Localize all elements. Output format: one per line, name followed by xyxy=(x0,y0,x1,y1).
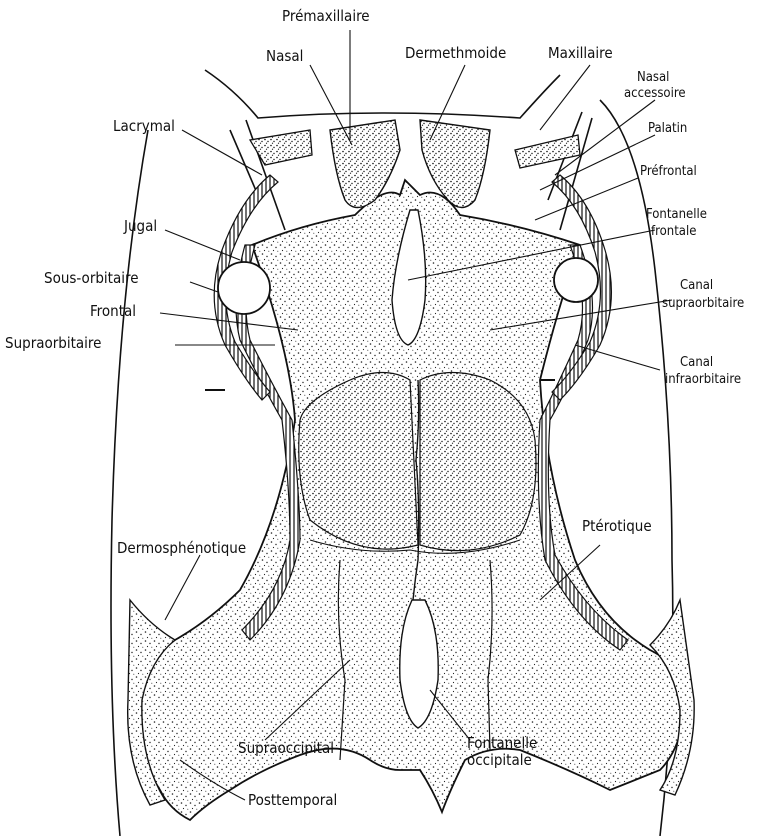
label-supraoccipital: Supraoccipital xyxy=(238,740,334,757)
label-dermethmoide: Dermethmoide xyxy=(405,45,506,62)
label-canal-infraorbitaire-2: infraorbitaire xyxy=(665,372,741,387)
label-dermosphenotique: Dermosphénotique xyxy=(117,540,246,557)
label-maxillaire: Maxillaire xyxy=(548,45,613,62)
label-pterotique: Ptérotique xyxy=(582,518,652,535)
label-canal-supraorbitaire-2: supraorbitaire xyxy=(662,296,744,311)
label-premaxillaire: Prémaxillaire xyxy=(282,8,370,25)
label-jugal: Jugal xyxy=(124,218,157,235)
label-nasal: Nasal xyxy=(266,48,303,65)
label-palatin: Palatin xyxy=(648,121,687,136)
label-nasal-accessoire-1: Nasal xyxy=(637,70,669,85)
label-fontanelle-frontale-1: Fontanelle xyxy=(646,207,707,222)
label-fontanelle-frontale-2: frontale xyxy=(651,224,696,239)
label-sous-orbitaire: Sous-orbitaire xyxy=(44,270,139,287)
label-lacrymal: Lacrymal xyxy=(113,118,175,135)
label-canal-infraorbitaire-1: Canal xyxy=(680,355,713,370)
label-posttemporal: Posttemporal xyxy=(248,792,337,809)
orbit-left xyxy=(218,262,270,314)
label-nasal-accessoire-2: accessoire xyxy=(624,86,686,101)
label-canal-supraorbitaire-1: Canal xyxy=(680,278,713,293)
label-fontanelle-occipitale-2: occipitale xyxy=(467,752,532,769)
orbit-right xyxy=(554,258,598,302)
frontal-left xyxy=(299,373,418,550)
label-prefrontal: Préfrontal xyxy=(640,164,697,179)
label-fontanelle-occipitale-1: Fontanelle xyxy=(467,735,537,752)
label-frontal: Frontal xyxy=(90,303,136,320)
label-supraorbitaire: Supraorbitaire xyxy=(5,335,101,352)
